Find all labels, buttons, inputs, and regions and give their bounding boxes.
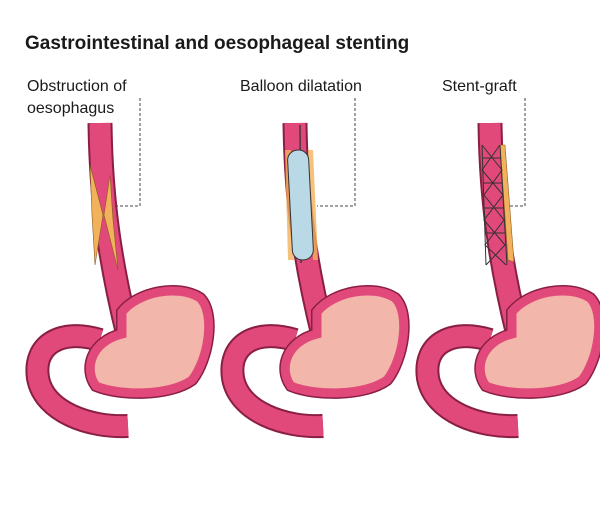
leader-line <box>113 98 141 207</box>
leader-line <box>317 98 356 207</box>
stomach-obstruction <box>37 98 208 426</box>
obstruction-mass <box>89 164 104 266</box>
balloon <box>287 149 314 261</box>
label-line: Obstruction of <box>27 78 127 95</box>
leader-line <box>508 98 526 207</box>
diagram-title: Gastrointestinal and oesophageal stentin… <box>25 33 410 54</box>
label-obstruction: Obstruction of oesophagus <box>27 76 127 120</box>
stomach-balloon <box>232 98 403 426</box>
label-stent: Stent-graft <box>442 78 517 95</box>
label-balloon: Balloon dilatation <box>240 78 362 95</box>
stomach-stent <box>427 98 598 426</box>
label-line: oesophagus <box>27 100 115 117</box>
stent-mesh <box>481 144 508 266</box>
obstruction-mass <box>103 174 119 271</box>
